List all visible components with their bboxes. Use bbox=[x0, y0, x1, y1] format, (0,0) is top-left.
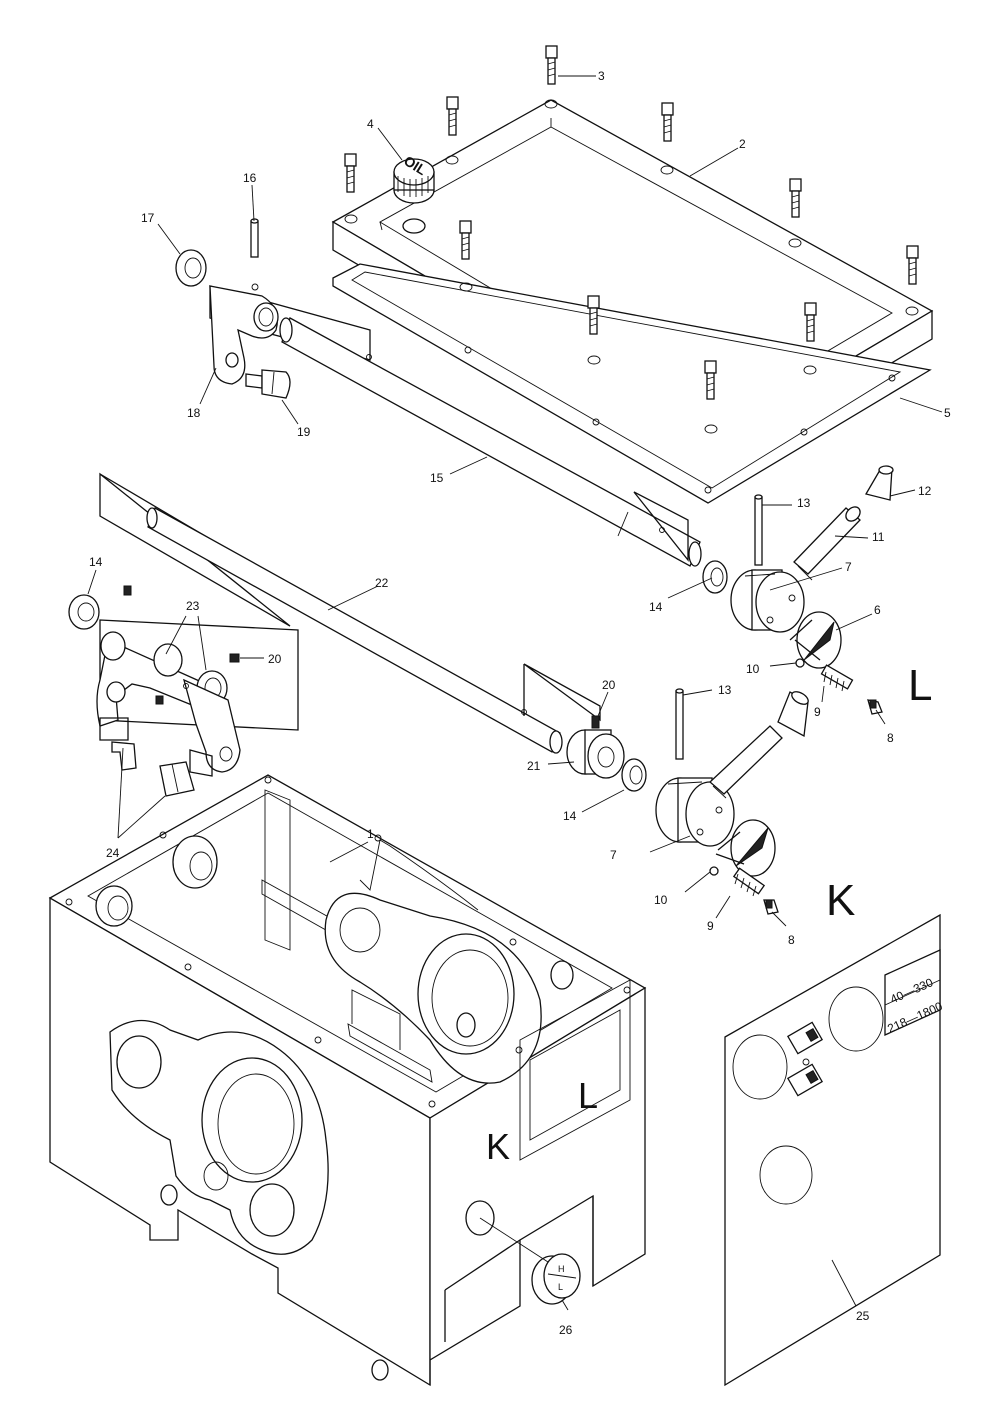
gearbox-housing bbox=[48, 774, 647, 1387]
screw-icon bbox=[906, 245, 919, 285]
callout-14-left: 14 bbox=[89, 555, 103, 569]
front-panel-25: 40—330 218—1800 bbox=[724, 913, 945, 1387]
callout-numbers: 1 2 3 4 5 6 7 7 8 8 9 9 10 10 11 12 13 1… bbox=[89, 69, 951, 1337]
callout-15: 15 bbox=[430, 471, 444, 485]
gasket bbox=[332, 263, 932, 504]
callout-26: 26 bbox=[559, 1323, 573, 1337]
washer-17 bbox=[175, 249, 207, 287]
callout-21: 21 bbox=[527, 759, 541, 773]
callout-12: 12 bbox=[918, 484, 932, 498]
cover-holes bbox=[344, 99, 919, 434]
callout-20-center: 20 bbox=[602, 678, 616, 692]
screw-icon bbox=[661, 102, 674, 142]
callout-16: 16 bbox=[243, 171, 257, 185]
knob-hub-7-upper bbox=[730, 569, 805, 633]
pin-19 bbox=[245, 369, 291, 399]
callout-7-upper: 7 bbox=[845, 560, 852, 574]
callout-17: 17 bbox=[141, 211, 155, 225]
callout-19: 19 bbox=[297, 425, 311, 439]
lever-18 bbox=[209, 283, 279, 385]
hl-knob-h: H bbox=[558, 1264, 565, 1274]
washer-14-left bbox=[68, 594, 100, 630]
screw-icon bbox=[459, 220, 472, 260]
callout-1: 1 bbox=[367, 827, 374, 841]
position-letters: L K L K bbox=[486, 661, 932, 1167]
letter-l-housing: L bbox=[578, 1075, 598, 1116]
screw-icon bbox=[704, 360, 717, 400]
pin-16 bbox=[250, 218, 259, 258]
washer-14-lower bbox=[621, 758, 647, 792]
callout-18: 18 bbox=[187, 406, 201, 420]
callout-14-upper: 14 bbox=[649, 600, 663, 614]
callout-2: 2 bbox=[739, 137, 746, 151]
handle-lower bbox=[709, 725, 783, 799]
callout-24: 24 bbox=[106, 846, 120, 860]
callout-13-upper: 13 bbox=[797, 496, 811, 510]
callout-8-lower: 8 bbox=[788, 933, 795, 947]
lower-shaft bbox=[99, 472, 601, 754]
hl-knob-l: L bbox=[558, 1282, 563, 1292]
callout-10-lower: 10 bbox=[654, 893, 668, 907]
screw-icon bbox=[446, 96, 459, 136]
fork-assembly-23 bbox=[96, 585, 299, 773]
grip-lower bbox=[777, 691, 809, 738]
ball-spring-upper bbox=[795, 658, 883, 715]
ball-spring-lower bbox=[709, 866, 779, 915]
screw-icon bbox=[789, 178, 802, 218]
callout-8-upper: 8 bbox=[887, 731, 894, 745]
shift-blocks-24 bbox=[99, 717, 213, 797]
dial-plate-6-upper bbox=[789, 611, 842, 669]
callout-14-lower: 14 bbox=[563, 809, 577, 823]
callout-20-right: 20 bbox=[268, 652, 282, 666]
dial-plate-6-lower bbox=[715, 819, 776, 877]
screw-icon bbox=[804, 302, 817, 342]
grip-12-upper bbox=[865, 465, 894, 501]
handle-11-upper bbox=[793, 506, 861, 581]
washer-14-upper bbox=[702, 560, 728, 594]
cover-screws bbox=[344, 45, 919, 400]
collar-21 bbox=[566, 715, 625, 779]
callout-10-upper: 10 bbox=[746, 662, 760, 676]
callout-9-lower: 9 bbox=[707, 919, 714, 933]
leader-lines bbox=[87, 75, 943, 1311]
callout-22: 22 bbox=[375, 576, 389, 590]
pin-13-upper bbox=[754, 494, 763, 566]
callout-25: 25 bbox=[856, 1309, 870, 1323]
hl-knob-26: H L bbox=[531, 1253, 581, 1305]
callout-6: 6 bbox=[874, 603, 881, 617]
screw-icon bbox=[587, 295, 600, 335]
callout-13-lower: 13 bbox=[718, 683, 732, 697]
callout-23: 23 bbox=[186, 599, 200, 613]
screw-icon bbox=[545, 45, 558, 85]
oil-cap: OIL bbox=[393, 152, 435, 204]
callout-7-lower: 7 bbox=[610, 848, 617, 862]
screw-icon bbox=[344, 153, 357, 193]
letter-l-knob: L bbox=[908, 661, 932, 710]
letter-k-housing: K bbox=[486, 1126, 510, 1167]
callout-3: 3 bbox=[598, 69, 605, 83]
upper-shaft bbox=[209, 285, 702, 567]
letter-k-knob: K bbox=[826, 876, 855, 925]
callout-9-upper: 9 bbox=[814, 705, 821, 719]
knob-hub-7-lower bbox=[655, 777, 735, 847]
callout-4: 4 bbox=[367, 117, 374, 131]
callout-11: 11 bbox=[872, 530, 885, 544]
callout-5: 5 bbox=[944, 406, 951, 420]
pin-13-lower bbox=[675, 688, 684, 760]
